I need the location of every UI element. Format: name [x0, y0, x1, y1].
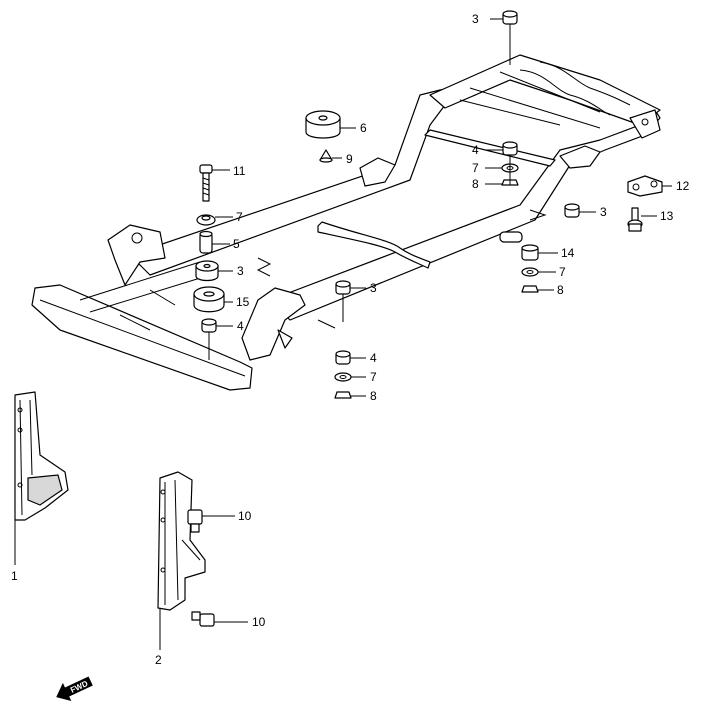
callout-3-c: 3	[370, 281, 377, 295]
frame-front-left-bracket	[107, 224, 166, 286]
callout-8-c: 8	[370, 389, 377, 403]
frame-right-rail	[269, 109, 661, 321]
frame-bracket-hole	[131, 232, 143, 244]
frame-side-bracket-left	[359, 157, 396, 187]
leader-lines	[14, 18, 672, 650]
stack-d	[521, 267, 539, 293]
washer-b	[196, 214, 216, 226]
side-member-1	[14, 391, 69, 521]
frame-front-crossbar	[317, 221, 431, 269]
fwd-label: FWD	[69, 679, 90, 695]
callout-11: 11	[233, 164, 246, 178]
callout-7-d: 7	[559, 265, 566, 279]
frame-side-bracket-right	[559, 145, 601, 169]
frame-cross-tube	[424, 129, 556, 167]
cushion-3c	[335, 280, 351, 295]
body-mount-cushion-top	[502, 10, 518, 25]
callout-12: 12	[676, 179, 690, 193]
callout-7-b: 7	[236, 210, 243, 224]
frame-rear-bracket	[629, 109, 661, 139]
cushion-3d	[564, 203, 580, 218]
callout-10-a: 10	[238, 509, 252, 523]
callout-3-d: 3	[600, 205, 607, 219]
side-member-2	[157, 471, 206, 611]
body-mount-cushion-b	[195, 260, 219, 282]
callout-14: 14	[561, 246, 575, 260]
callout-2: 2	[155, 653, 162, 667]
callout-15: 15	[236, 295, 250, 309]
bracket-12	[627, 175, 663, 197]
stack-c	[334, 350, 352, 399]
stack-a	[501, 141, 519, 186]
cushion-15	[193, 286, 225, 313]
callout-10-b: 10	[252, 615, 266, 629]
bolt-13	[627, 207, 643, 232]
callout-8-a: 8	[472, 177, 479, 191]
callout-5: 5	[233, 237, 240, 251]
callout-3-b: 3	[237, 264, 244, 278]
callout-4-b: 4	[237, 319, 244, 333]
frame-rear-curve-a	[519, 69, 611, 116]
callout-3-top: 3	[472, 12, 479, 26]
callout-13: 13	[660, 209, 674, 223]
callout-1: 1	[11, 569, 18, 583]
cushion-4b	[201, 318, 217, 333]
frame-front-right-bracket	[241, 287, 306, 361]
hardware	[193, 10, 663, 399]
callout-7-c: 7	[370, 370, 377, 384]
spacer	[199, 230, 213, 254]
fwd-arrow-icon	[56, 676, 93, 702]
frame-front-beam-edge	[39, 299, 246, 377]
frame-break-mark-mid	[317, 319, 336, 329]
callout-labels: 3 6 9 4 7 8 11 7 5 3 15 4 3 4 7 8 12 13 …	[11, 12, 690, 667]
frame-rear-curve-b	[539, 61, 631, 106]
callout-6: 6	[360, 121, 367, 135]
frame-front-details	[79, 261, 211, 331]
callout-4-c: 4	[370, 351, 377, 365]
frame-rear-bracket-hole	[641, 118, 649, 126]
large-cushion	[305, 110, 341, 139]
bolt-long	[199, 164, 213, 202]
callout-4-a: 4	[472, 143, 479, 157]
fwd-arrow: FWD	[56, 676, 93, 702]
frame-break-mark-left	[256, 257, 272, 277]
frame-rear-detail	[459, 71, 601, 129]
bolt-10b	[191, 611, 215, 627]
callout-7-a: 7	[472, 161, 479, 175]
cushion-14	[499, 231, 539, 261]
chassis-frame	[31, 54, 661, 391]
callout-8-d: 8	[557, 283, 564, 297]
callout-9: 9	[346, 152, 353, 166]
bolt-10a	[187, 509, 203, 533]
frame-break-mark-right	[529, 209, 547, 221]
frame-bracket-tab	[277, 329, 293, 349]
clip	[319, 149, 333, 163]
